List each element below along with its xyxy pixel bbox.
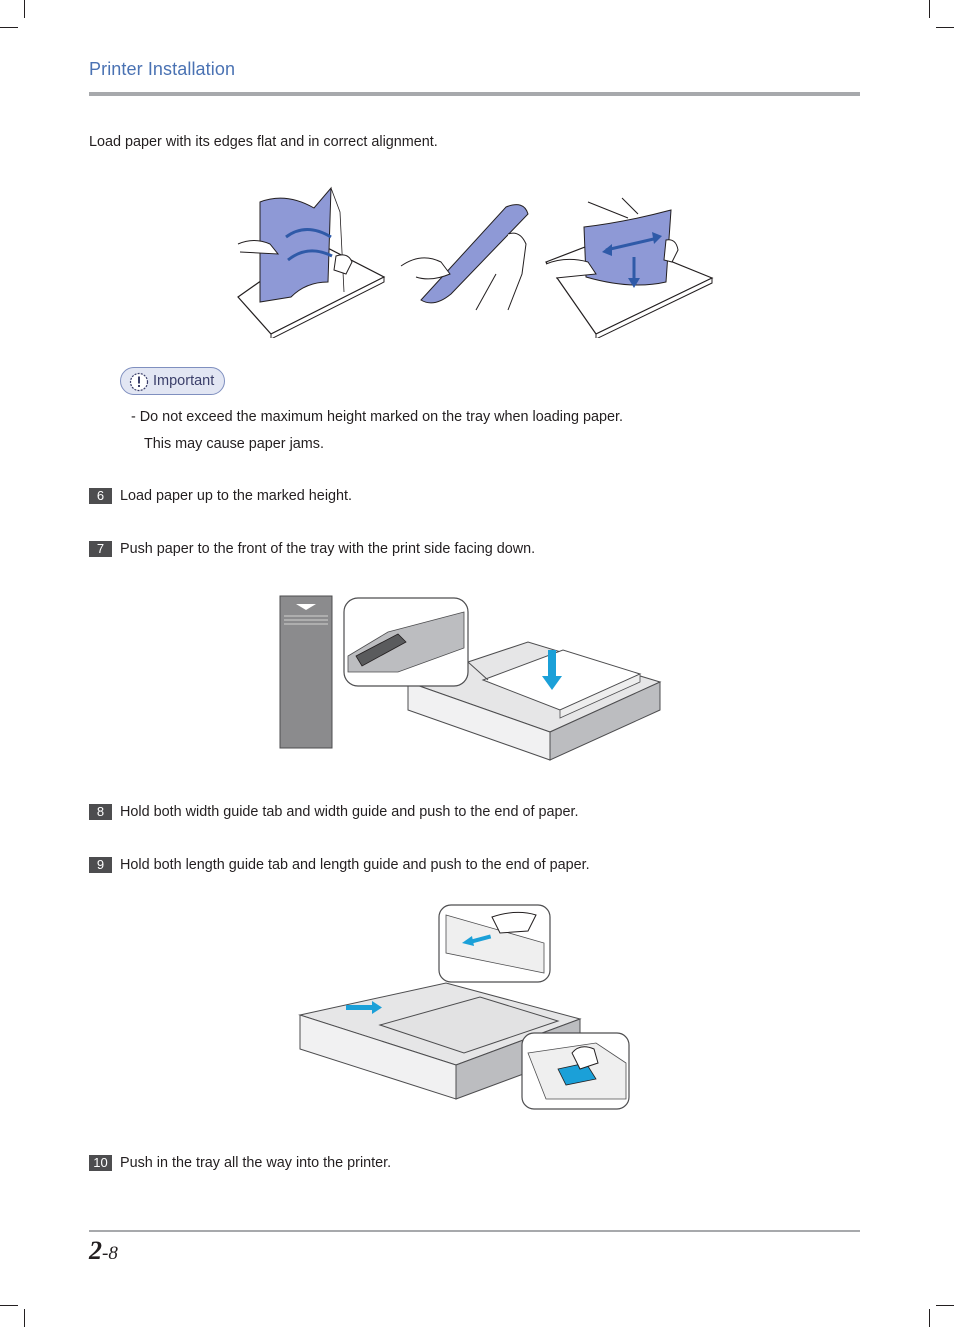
fan-step-2	[400, 204, 529, 311]
step-number: 8	[89, 804, 112, 820]
tray-load-illustration	[279, 595, 662, 761]
fan-step-3	[545, 197, 714, 338]
crop-mark	[936, 27, 954, 28]
important-label: Important	[153, 373, 215, 389]
fan-paper-illustration	[237, 186, 714, 338]
step-number: 7	[89, 541, 112, 557]
page-number: 2-8	[89, 1236, 118, 1266]
fan-step-1	[237, 186, 386, 338]
crop-mark	[0, 1305, 18, 1306]
crop-mark	[24, 1309, 25, 1327]
footer-divider	[89, 1230, 860, 1232]
page-subnumber: -8	[102, 1243, 118, 1264]
step-number: 6	[89, 488, 112, 504]
crop-mark	[929, 0, 930, 18]
step-number: 10	[89, 1155, 112, 1171]
guide-adjust-illustration	[298, 904, 630, 1110]
chapter-number: 2	[89, 1236, 102, 1265]
important-note-line-1: - Do not exceed the maximum height marke…	[131, 409, 623, 425]
step-text: Load paper up to the marked height.	[120, 488, 353, 504]
intro-text: Load paper with its edges flat and in co…	[89, 134, 438, 150]
page-header-title: Printer Installation	[89, 59, 236, 79]
crop-mark	[24, 0, 25, 18]
step-number: 9	[89, 857, 112, 873]
crop-mark	[936, 1305, 954, 1306]
step-text: Hold both length guide tab and length gu…	[120, 857, 590, 873]
header-divider	[89, 92, 860, 96]
alert-icon	[129, 372, 149, 392]
step-text: Push in the tray all the way into the pr…	[120, 1155, 392, 1171]
step-text: Push paper to the front of the tray with…	[120, 541, 536, 557]
step-text: Hold both width guide tab and width guid…	[120, 804, 579, 820]
important-note-line-2: This may cause paper jams.	[144, 436, 324, 452]
important-badge: Important	[120, 367, 225, 395]
crop-mark	[929, 1309, 930, 1327]
crop-mark	[0, 27, 18, 28]
